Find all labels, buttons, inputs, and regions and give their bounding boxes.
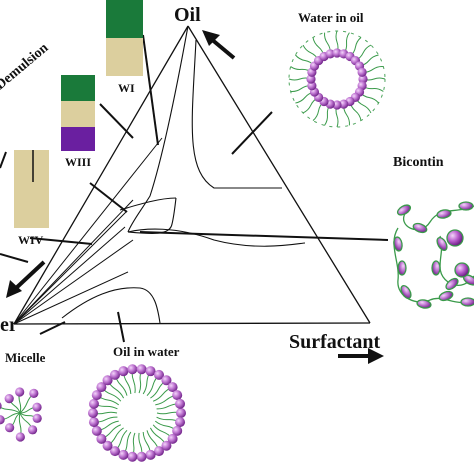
surfactant-head bbox=[118, 366, 129, 377]
surfactant-head bbox=[96, 433, 107, 444]
surfactant-head bbox=[27, 425, 38, 435]
surfactant-head bbox=[172, 425, 183, 436]
oil-arrow-icon bbox=[202, 30, 236, 60]
micelle-structure bbox=[0, 387, 42, 442]
surfactant-head bbox=[15, 387, 25, 397]
surfactant-head bbox=[172, 390, 183, 401]
surfactant-head bbox=[88, 408, 98, 418]
surfactant-head bbox=[15, 432, 25, 442]
surfactant-head bbox=[332, 48, 342, 58]
surfactant-head bbox=[110, 446, 120, 457]
surfactant-head bbox=[167, 433, 178, 444]
surfactant-head bbox=[154, 446, 164, 457]
winsor-3-tube bbox=[61, 75, 95, 151]
surfactant-head bbox=[118, 449, 129, 460]
surfactant-head bbox=[0, 415, 5, 425]
surfactant-head bbox=[412, 222, 428, 234]
winsor-1-tube bbox=[106, 0, 143, 76]
surfactant-head bbox=[4, 393, 14, 404]
surfactant-head bbox=[332, 100, 342, 110]
surfactant-head bbox=[96, 382, 107, 393]
water-arrow-icon bbox=[6, 260, 46, 298]
bicontinuous-structure bbox=[393, 201, 474, 309]
winsor-1-label: WI bbox=[118, 81, 135, 95]
surfactant-head bbox=[102, 375, 113, 386]
surfactant-head bbox=[438, 290, 454, 302]
surfactant-head bbox=[32, 402, 42, 412]
surfactant-head bbox=[88, 417, 99, 428]
surfactant-head bbox=[460, 297, 474, 307]
surfactant-head bbox=[325, 49, 335, 59]
surfactant-head bbox=[445, 277, 459, 291]
surfactant-head bbox=[167, 382, 178, 393]
surfactant-head bbox=[145, 366, 156, 377]
surfactant-head bbox=[400, 284, 412, 300]
surfactant-head bbox=[91, 390, 102, 401]
tie-lines bbox=[13, 137, 163, 325]
surfactant-head bbox=[458, 201, 474, 211]
emulsion-label: Demulsion bbox=[0, 40, 52, 93]
surfactant-head bbox=[397, 260, 407, 276]
bicontinuous-label: Bicontin bbox=[393, 155, 444, 170]
surfactant-head bbox=[436, 236, 448, 252]
surfactant-head bbox=[5, 423, 15, 433]
surfactant-head bbox=[154, 369, 164, 380]
phase-boundaries bbox=[61, 25, 306, 324]
surfactant-head bbox=[110, 369, 120, 380]
water-in-oil-micelle bbox=[288, 30, 386, 128]
surfactant-head bbox=[396, 204, 412, 216]
water-in-oil-label: Water in oil bbox=[298, 10, 364, 25]
surfactant-head bbox=[88, 398, 99, 409]
oil-in-water-micelle bbox=[88, 364, 186, 462]
surfactant-head bbox=[127, 364, 138, 375]
surfactant-label: Surfactant bbox=[289, 331, 380, 353]
winsor-4-label: WIV bbox=[18, 233, 44, 247]
surfactant-arrow-icon bbox=[338, 348, 384, 364]
surfactant-head bbox=[306, 74, 316, 84]
surfactant-head bbox=[29, 388, 39, 398]
droplet bbox=[446, 229, 464, 247]
winsor-3-label: WIII bbox=[65, 155, 91, 169]
surfactant-tail bbox=[0, 406, 21, 414]
surfactant-head bbox=[307, 81, 317, 91]
surfactant-head bbox=[161, 375, 172, 386]
oil-label: Oil bbox=[174, 4, 201, 26]
pointer-lines bbox=[0, 34, 389, 343]
droplet bbox=[454, 262, 470, 278]
surfactant-head bbox=[357, 67, 367, 77]
surfactant-head bbox=[145, 449, 156, 460]
surfactant-head bbox=[32, 413, 42, 423]
oil-in-water-label: Oil in water bbox=[113, 344, 180, 359]
ternary-triangle bbox=[13, 25, 371, 325]
surfactant-head bbox=[175, 417, 186, 428]
surfactant-head bbox=[136, 451, 147, 462]
winsor-4-tube bbox=[14, 150, 49, 228]
surfactant-head bbox=[358, 74, 368, 84]
micelle-label: Micelle bbox=[5, 350, 46, 365]
surfactant-head bbox=[161, 440, 172, 451]
surfactant-head bbox=[175, 398, 186, 409]
surfactant-head bbox=[102, 440, 113, 451]
surfactant-head bbox=[91, 425, 102, 436]
water-label: er bbox=[0, 314, 18, 336]
surfactant-head bbox=[339, 99, 349, 109]
surfactant-head bbox=[176, 408, 186, 418]
surfactant-head bbox=[431, 260, 441, 276]
surfactant-head bbox=[436, 209, 452, 219]
surfactant-head bbox=[393, 236, 403, 252]
surfactant-head bbox=[416, 299, 432, 309]
surfactant-head bbox=[127, 451, 138, 462]
surfactant-head bbox=[0, 402, 2, 410]
surfactant-head bbox=[136, 364, 147, 375]
